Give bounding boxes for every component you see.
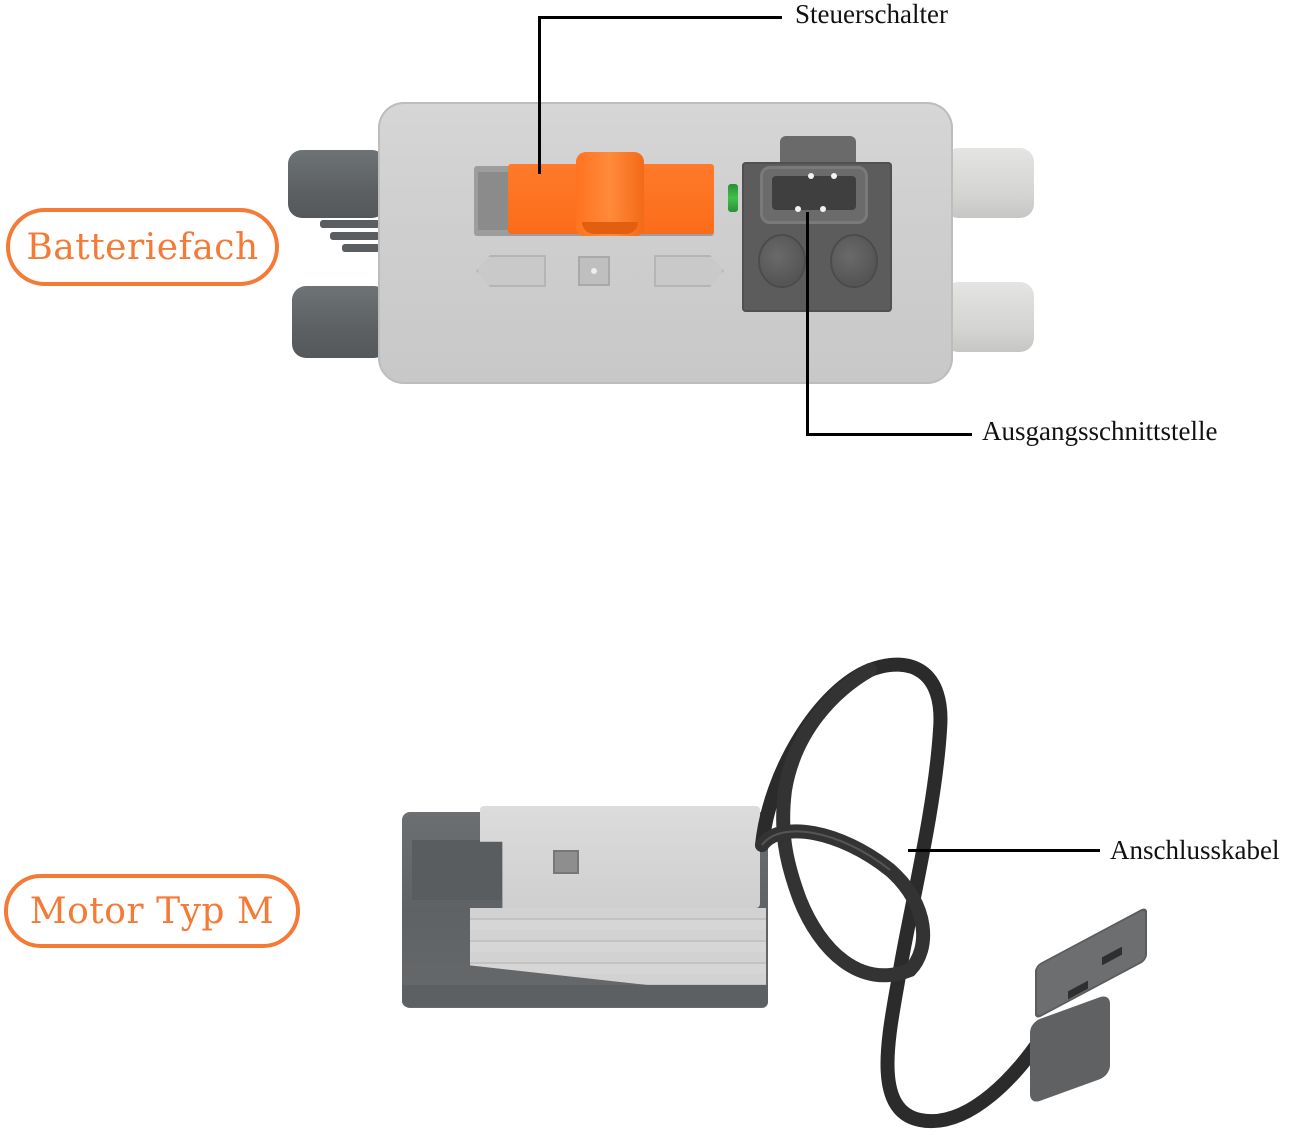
contact-pin xyxy=(820,206,826,212)
switch-callout-label: Steuerschalter xyxy=(795,0,948,29)
output-callout-line-h xyxy=(806,433,972,436)
left-top-peg xyxy=(288,150,386,218)
switch-callout-line-v xyxy=(538,16,541,174)
center-mark-icon xyxy=(578,256,610,286)
stud-left xyxy=(760,236,804,286)
cable-callout-line xyxy=(908,849,1100,852)
right-top-peg xyxy=(944,148,1034,218)
battery-box-title: Batteriefach xyxy=(26,226,259,268)
battery-box-title-badge: Batteriefach xyxy=(6,208,279,286)
motor-front-cover xyxy=(412,840,502,900)
motor-title: Motor Typ M xyxy=(29,890,275,932)
status-led xyxy=(728,184,738,212)
arrow-right-icon xyxy=(654,255,724,287)
right-bottom-peg xyxy=(944,282,1034,352)
switch-slot-inner xyxy=(478,172,512,230)
output-callout-label: Ausgangsschnittstelle xyxy=(982,416,1218,446)
motor-top-panel xyxy=(480,806,760,908)
output-port-socket xyxy=(772,176,856,210)
motor-window xyxy=(553,850,579,874)
motor-title-badge: Motor Typ M xyxy=(4,874,300,948)
peg-ridge xyxy=(330,232,380,240)
cable-callout-label: Anschlusskabel xyxy=(1110,835,1280,865)
left-bottom-peg xyxy=(292,286,388,358)
contact-pin xyxy=(808,173,814,179)
connection-cable xyxy=(755,657,1047,1129)
switch-callout-line-h xyxy=(538,16,782,19)
peg-ridge xyxy=(342,244,380,252)
arrow-left-icon xyxy=(476,255,546,287)
peg-ridge xyxy=(320,220,380,228)
stud-right xyxy=(832,236,876,286)
motor-bottom-band xyxy=(402,985,768,1007)
control-switch-knob-tip xyxy=(582,222,638,234)
contact-pin xyxy=(795,206,801,212)
output-callout-line-v xyxy=(806,212,809,436)
contact-pin xyxy=(831,173,837,179)
